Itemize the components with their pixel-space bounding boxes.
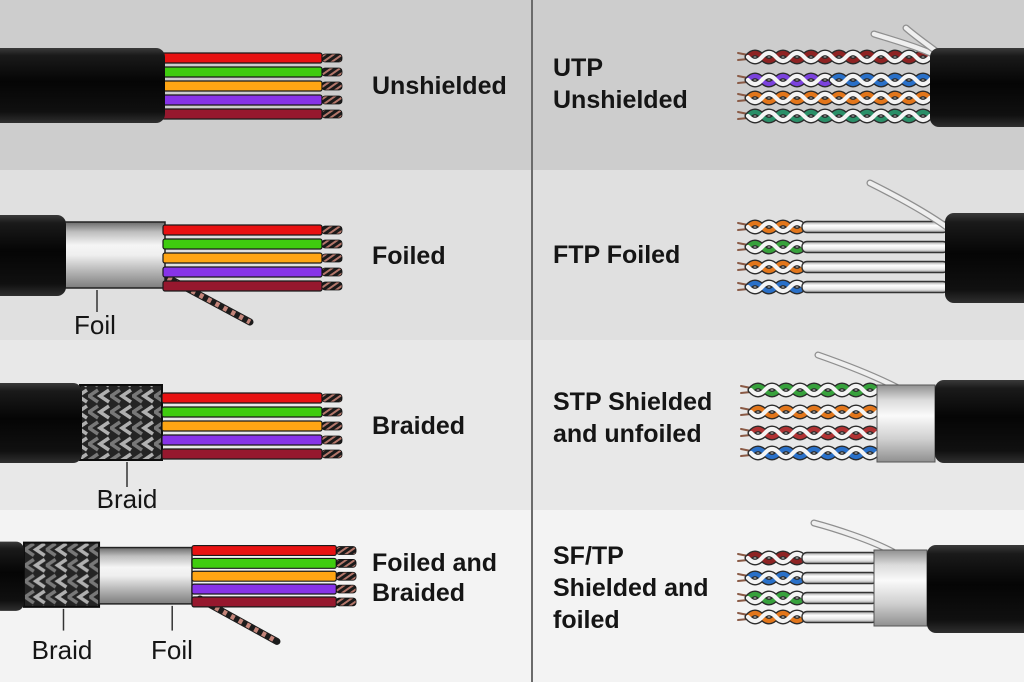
row-braided: Braid Braided STP Shielded and unfoiled — [0, 340, 1024, 514]
label-foiled-and-braided: Foiled and Braided — [372, 549, 497, 607]
annotation-braid: Braid — [31, 635, 93, 665]
foil-pair-tubes — [801, 551, 878, 624]
ribbon-cable-foiled-braided-diagram — [0, 541, 357, 645]
cable-jacket — [935, 380, 1024, 463]
row-unshielded: Unshielded UTP Unshielded — [0, 0, 1024, 170]
braid-shield — [79, 384, 163, 461]
annotation-foil: Foil — [151, 635, 193, 665]
cable-jacket — [0, 215, 66, 296]
foil-pair-tubes — [801, 220, 949, 294]
twisted-pair-sftp-diagram — [737, 519, 1024, 633]
ribbon-cable-foiled-diagram — [0, 215, 343, 326]
ripcord — [814, 351, 902, 392]
label-utp-unshielded: UTP Unshielded — [553, 54, 688, 114]
cable-jacket — [0, 48, 165, 123]
foil-shield — [98, 546, 193, 605]
wires — [161, 392, 343, 460]
annotation-foil: Foil — [74, 310, 116, 340]
label-foiled: Foiled — [372, 242, 446, 270]
row-foiled: Foil Foiled FTP Foiled — [0, 170, 1024, 340]
label-ftp-foiled: FTP Foiled — [553, 241, 681, 269]
metal-shield — [876, 384, 936, 463]
label-stp-shielded: STP Shielded and unfoiled — [553, 388, 713, 448]
twisted-pair-ftp-diagram — [737, 179, 1024, 303]
wires — [161, 52, 343, 120]
twisted-pair-utp-diagram — [737, 24, 1024, 127]
wires — [191, 544, 357, 608]
twisted-pairs — [737, 554, 804, 621]
cable-jacket — [945, 213, 1024, 303]
ripcord — [866, 179, 952, 232]
ribbon-cable-unshielded-diagram — [0, 48, 343, 123]
cable-jacket — [0, 541, 24, 611]
cable-jacket — [930, 48, 1024, 127]
twisted-pairs — [737, 53, 958, 120]
metal-shield — [873, 549, 928, 627]
twisted-pairs — [737, 223, 804, 291]
twisted-pairs — [740, 386, 877, 457]
label-unshielded: Unshielded — [372, 72, 507, 100]
braid-shield — [22, 541, 101, 608]
wires — [162, 224, 343, 292]
cable-jacket — [0, 383, 82, 463]
label-sftp-shielded-foiled: SF/TP Shielded and foiled — [553, 542, 709, 634]
row-foiled-and-braided: Braid Foil Foiled and Braided — [0, 510, 1024, 682]
cable-jacket — [927, 545, 1024, 633]
ripcord — [810, 519, 897, 556]
annotation-braid: Braid — [96, 484, 158, 514]
foil-shield — [61, 221, 166, 289]
twisted-pair-stp-diagram — [740, 351, 1024, 463]
column-divider — [531, 0, 533, 682]
label-braided: Braided — [372, 412, 466, 440]
ribbon-cable-braided-diagram — [0, 383, 343, 487]
